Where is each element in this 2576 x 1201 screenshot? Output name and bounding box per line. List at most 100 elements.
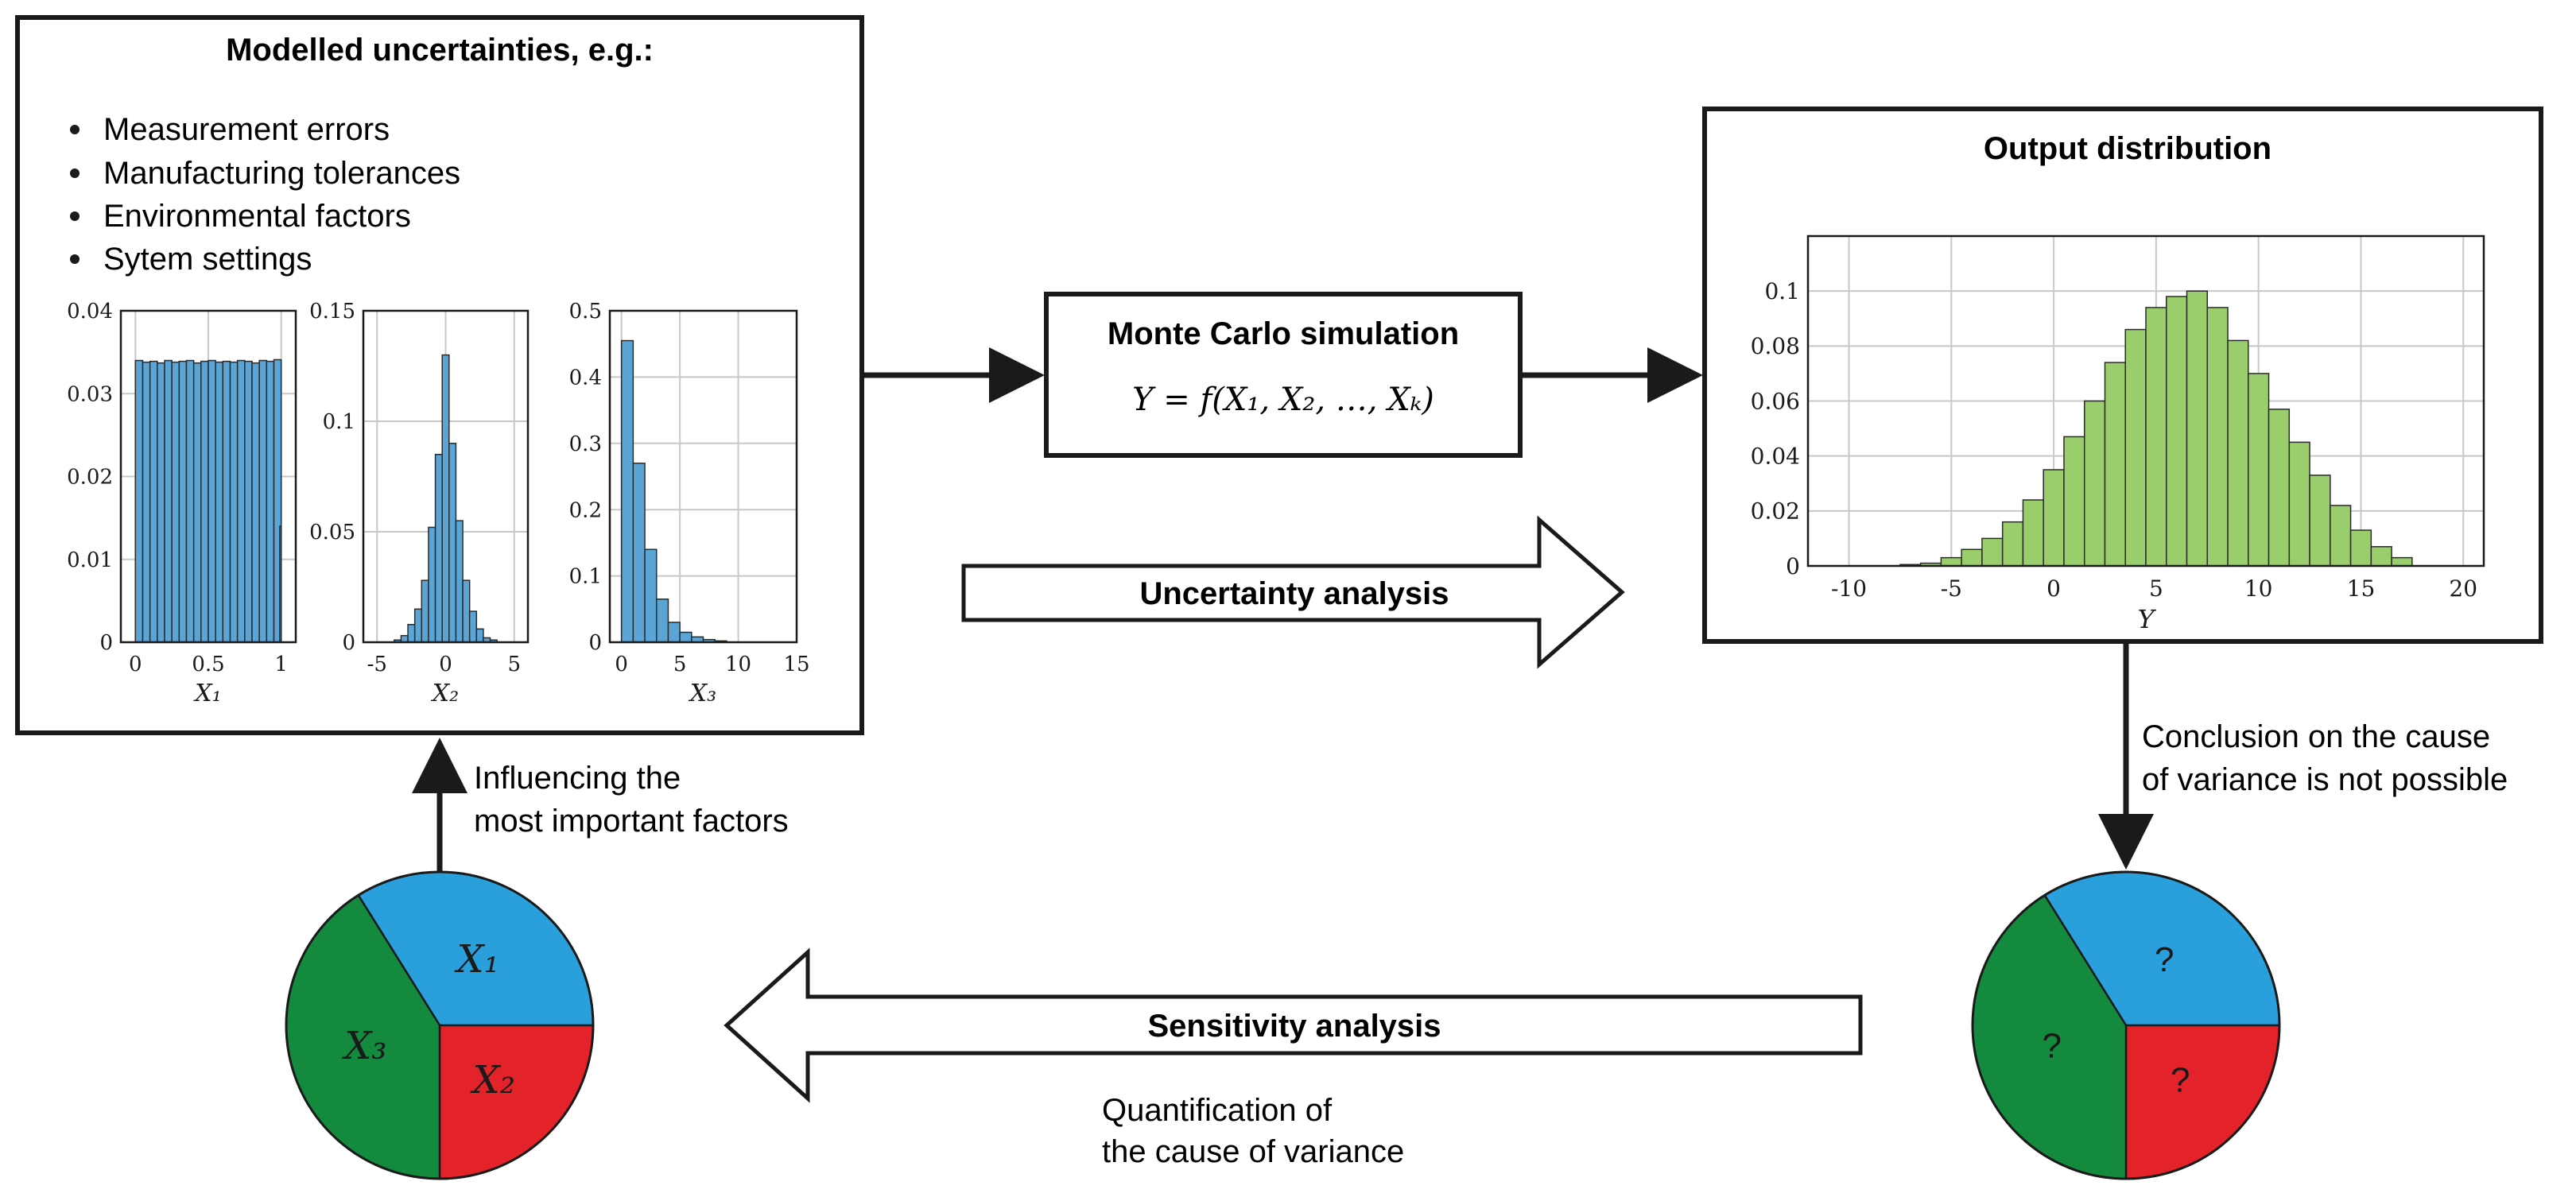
inputs-title: Modelled uncertainties, e.g.: bbox=[226, 33, 654, 68]
histogram-bar bbox=[251, 362, 260, 643]
pie-outline bbox=[285, 870, 595, 1180]
x-tick-label: 20 bbox=[2449, 575, 2477, 602]
histogram-bar bbox=[215, 361, 224, 643]
histogram-bar bbox=[656, 599, 669, 643]
histogram-bar bbox=[2391, 556, 2413, 567]
histogram-bar bbox=[2001, 521, 2024, 567]
y-tick-label: 0.02 bbox=[1751, 498, 1800, 525]
histogram-bar bbox=[171, 361, 180, 643]
y-tick-label: 0 bbox=[588, 631, 602, 655]
quantification-caption-line1: Quantification of bbox=[1102, 1093, 1333, 1128]
y-tick-label: 0.06 bbox=[1751, 388, 1800, 414]
y-tick-label: 0.5 bbox=[569, 300, 602, 323]
histogram-bar bbox=[2206, 307, 2229, 567]
histogram-bar bbox=[258, 359, 268, 643]
bullet-dot bbox=[70, 169, 80, 178]
histogram-bar bbox=[448, 443, 457, 643]
x-tick-label: 10 bbox=[725, 653, 751, 676]
sensitivity-analysis-arrow: Sensitivity analysis bbox=[724, 947, 1863, 1103]
y-tick-label: 0.3 bbox=[569, 432, 602, 456]
histogram-bar bbox=[667, 622, 681, 643]
x-axis-label: X₃ bbox=[689, 680, 716, 707]
histogram-bar bbox=[2288, 441, 2310, 567]
plot-frame bbox=[608, 309, 798, 644]
histogram-bar bbox=[2124, 328, 2147, 567]
bullet-dot bbox=[70, 125, 80, 134]
monte-carlo-box: Monte Carlo simulation Y = f(X₁, X₂, …, … bbox=[1044, 292, 1523, 458]
quantification-caption-line2: the cause of variance bbox=[1102, 1134, 1404, 1169]
feedback-caption-line1: Influencing the bbox=[474, 761, 681, 796]
plot-frame bbox=[1806, 234, 2485, 568]
x-tick-label: 0 bbox=[2046, 575, 2061, 602]
histogram-bar bbox=[2104, 362, 2126, 567]
histogram-bar bbox=[2349, 529, 2372, 567]
y-tick-label: 0.03 bbox=[67, 382, 113, 406]
uncertainty-analysis-arrow: Uncertainty analysis bbox=[961, 515, 1625, 669]
histogram-bar bbox=[2145, 307, 2167, 567]
bullet-dot bbox=[70, 254, 80, 264]
y-tick-label: 0 bbox=[1786, 553, 1800, 579]
uncertainty-analysis-label: Uncertainty analysis bbox=[1139, 576, 1449, 611]
histogram-bar bbox=[2186, 290, 2209, 567]
y-tick-label: 0.05 bbox=[309, 521, 355, 544]
x-axis-label: X₂ bbox=[431, 680, 459, 707]
plot-frame bbox=[362, 309, 530, 644]
histogram-bar bbox=[236, 359, 246, 643]
histogram-bar bbox=[185, 359, 195, 643]
x-tick-label: 0 bbox=[615, 653, 628, 676]
pie-unknown-contributions: ??? bbox=[1971, 870, 2281, 1180]
histogram-bar bbox=[1981, 537, 2004, 567]
histogram-bar bbox=[229, 361, 239, 643]
feedback-caption-line2: most important factors bbox=[474, 804, 789, 839]
y-tick-label: 0.04 bbox=[1751, 443, 1800, 469]
x-tick-label: 0 bbox=[129, 653, 142, 676]
histogram-bar bbox=[2083, 400, 2106, 567]
monte-carlo-title: Monte Carlo simulation bbox=[1108, 316, 1459, 351]
histogram-bar bbox=[644, 548, 658, 643]
histogram-bar bbox=[400, 634, 409, 643]
histogram-bar bbox=[2166, 296, 2188, 567]
histogram-bar bbox=[421, 579, 429, 643]
histogram-bar bbox=[279, 525, 282, 643]
output-title: Output distribution bbox=[1984, 131, 2271, 166]
x-axis-label: X₁ bbox=[193, 680, 221, 707]
plot-frame bbox=[119, 309, 297, 644]
histogram-bar bbox=[266, 360, 275, 643]
monte-carlo-formula: Y = f(X₁, X₂, …, Xₖ) bbox=[1132, 382, 1434, 418]
histogram-bar bbox=[222, 360, 231, 643]
histogram-bar bbox=[632, 463, 646, 643]
histogram-bar bbox=[192, 362, 202, 643]
pie-slice-label: X₁ bbox=[454, 937, 499, 982]
histogram-bar bbox=[434, 453, 443, 643]
histogram-bar bbox=[2022, 499, 2044, 567]
histogram-bar bbox=[1940, 556, 1962, 567]
histogram-bar bbox=[407, 624, 416, 643]
pie-outline bbox=[1971, 870, 2281, 1180]
histogram-bar bbox=[134, 359, 144, 643]
histogram-bar bbox=[2063, 436, 2085, 567]
histogram-bar bbox=[244, 360, 253, 643]
conclusion-caption-line2: of variance is not possible bbox=[2142, 762, 2508, 797]
y-tick-label: 0.1 bbox=[323, 410, 355, 434]
histogram-bar bbox=[2370, 546, 2392, 567]
histogram-bar bbox=[157, 362, 165, 643]
x-tick-label: 5 bbox=[673, 653, 687, 676]
histogram-bar bbox=[1961, 548, 1983, 567]
x-tick-label: 5 bbox=[2149, 575, 2163, 602]
histogram-bar bbox=[200, 360, 209, 643]
histogram-bar bbox=[2227, 339, 2249, 567]
x-tick-label: 0 bbox=[439, 653, 452, 676]
y-tick-label: 0.08 bbox=[1751, 333, 1800, 359]
x-tick-label: 15 bbox=[783, 653, 809, 676]
histogram-bar bbox=[462, 579, 471, 643]
y-tick-label: 0.01 bbox=[67, 548, 113, 572]
x-axis-label: Y bbox=[2137, 604, 2156, 634]
output-box: Output distribution 00.020.040.060.080.1… bbox=[1702, 107, 2543, 644]
sensitivity-analysis-label: Sensitivity analysis bbox=[1147, 1009, 1441, 1044]
bullet-dot bbox=[70, 211, 80, 221]
y-tick-label: 0.1 bbox=[569, 565, 602, 589]
x-tick-label: -5 bbox=[367, 653, 387, 676]
